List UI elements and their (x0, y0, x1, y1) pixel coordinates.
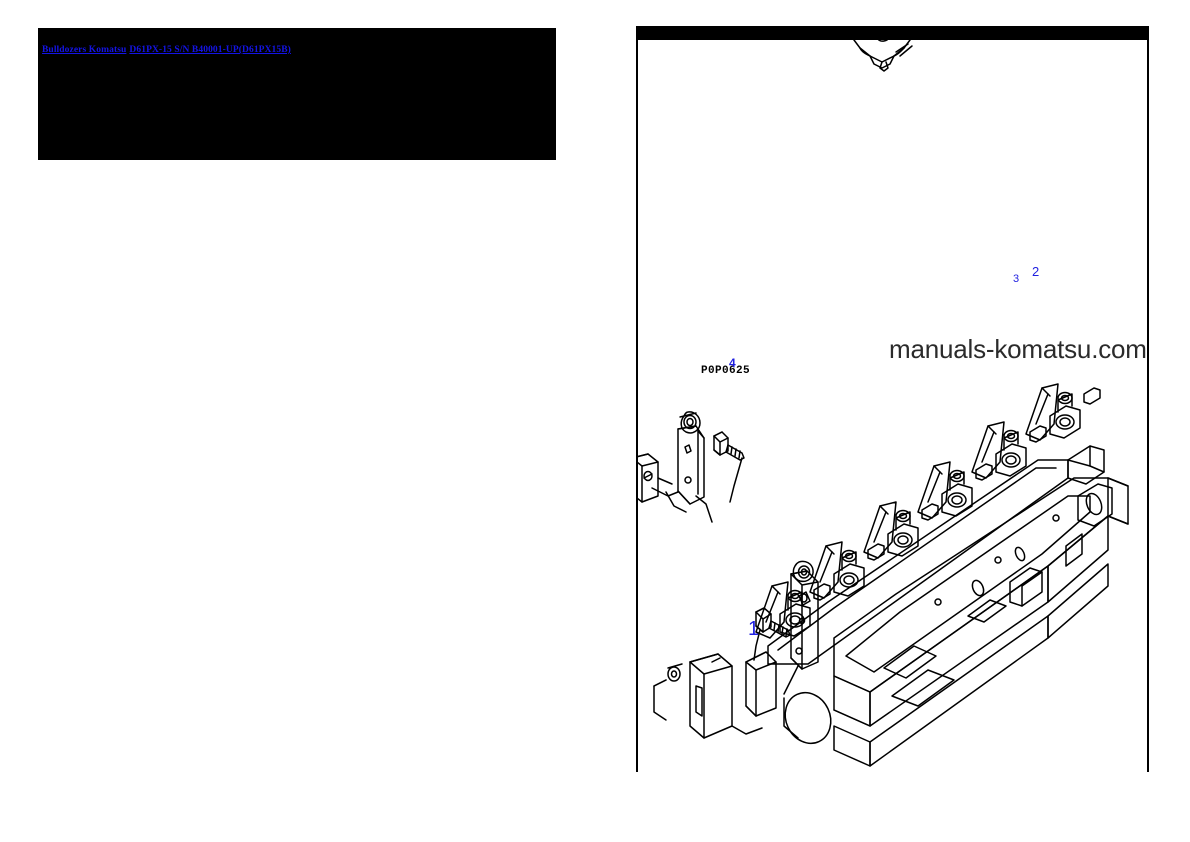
cylinder-head-line-drawing (638, 27, 1129, 767)
valve-stack-2 (809, 541, 865, 599)
upper-bolt-leader-line (729, 457, 743, 503)
valve-stack-1 (755, 581, 811, 639)
valve-stack-4 (917, 461, 973, 519)
breadcrumb-link-model[interactable]: D61PX-15 S/N B40001-UP(D61PX15B) (129, 45, 291, 55)
breadcrumb-link-bulldozers-komatsu[interactable]: Bulldozers Komatsu (42, 45, 127, 55)
header-black-panel: Bulldozers Komatsu D61PX-15 S/N B40001-U… (38, 28, 556, 160)
callout-number-1[interactable]: 1 (748, 618, 760, 640)
valve-stack-5 (971, 421, 1027, 479)
lower-bolt-leader-line (753, 629, 761, 661)
valve-stack-6 (1025, 383, 1081, 441)
diagram-top-black-bar (636, 26, 1149, 40)
head-lower-rail (833, 563, 1109, 767)
breadcrumb: Bulldozers Komatsu D61PX-15 S/N B40001-U… (42, 45, 291, 56)
cylinder-head-body (833, 477, 1129, 727)
upper-bracket-leader-line (695, 495, 713, 523)
upper-bracket-bolt (713, 431, 745, 461)
valve-train-assembly (755, 383, 1105, 665)
head-front-end (653, 651, 832, 745)
valve-stack-3 (863, 501, 919, 559)
left-edge-block (638, 453, 687, 513)
watermark-text: manuals-komatsu.com (889, 334, 1147, 364)
callout-number-3[interactable]: 3 (1013, 273, 1020, 285)
lower-lifting-bracket (790, 560, 819, 670)
upper-lifting-bracket (677, 411, 705, 505)
callout-number-4[interactable]: 4 (729, 356, 736, 370)
callout-number-2[interactable]: 2 (1032, 264, 1040, 279)
parts-diagram-drawing (638, 26, 1151, 772)
parts-diagram-panel (636, 26, 1149, 772)
lower-bracket-bolt (755, 607, 791, 638)
part-code-label: P0P0625 (701, 365, 751, 377)
lower-bracket-leader-line (783, 665, 799, 695)
